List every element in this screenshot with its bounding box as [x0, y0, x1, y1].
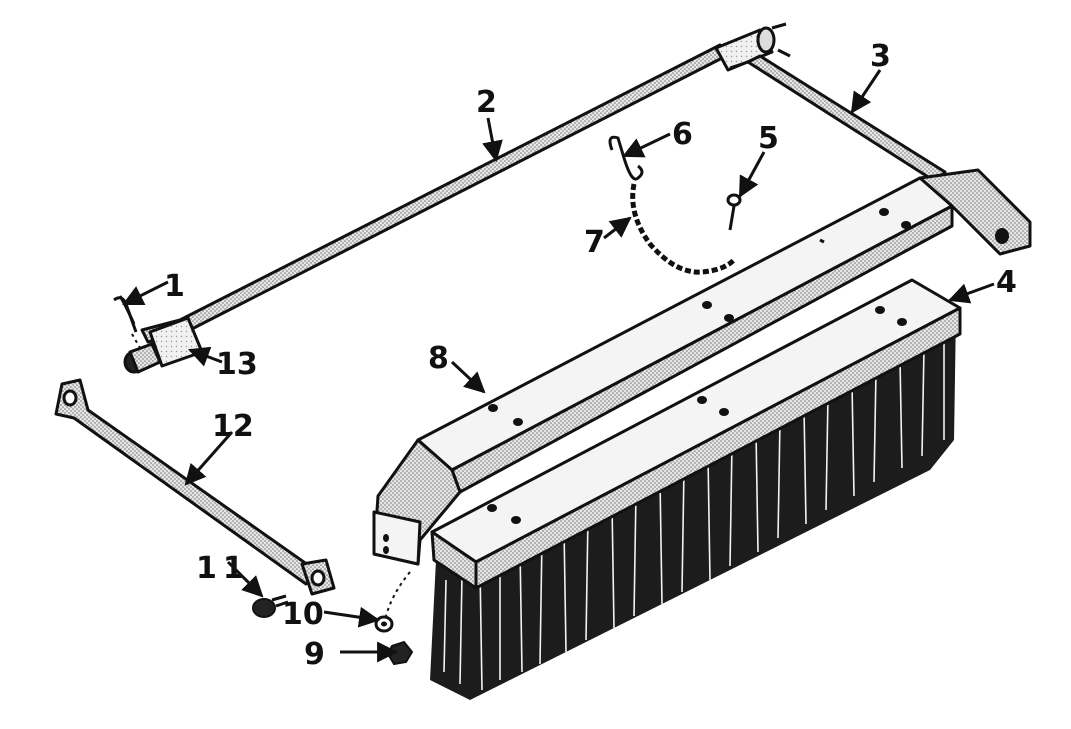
hook-part	[608, 135, 644, 181]
callout-11: 11	[196, 551, 250, 586]
bolt-part	[252, 594, 289, 618]
callout-3: 3	[870, 39, 891, 74]
callout-6: 6	[672, 117, 693, 152]
screw-part	[726, 193, 742, 231]
callout-7: 7	[584, 225, 605, 260]
lower-brace-part	[54, 378, 336, 596]
callout-12: 12	[212, 409, 254, 444]
callout-1: 1	[164, 269, 185, 304]
brush-part	[430, 278, 962, 700]
callout-labels: 1 2 3 4 5 6 7 8 9 10 11 12 13	[164, 39, 1017, 672]
rod-end-sleeve-part	[123, 316, 204, 374]
callout-8: 8	[428, 341, 449, 376]
brush-bristles	[430, 312, 956, 700]
washer-part	[374, 571, 411, 633]
leader-arrows	[122, 69, 995, 663]
handle-rod-part	[140, 22, 791, 344]
brush-holder-part	[372, 168, 1032, 566]
callout-4: 4	[996, 265, 1017, 300]
callout-2: 2	[476, 85, 497, 120]
callout-9: 9	[304, 637, 325, 672]
callout-10: 10	[282, 597, 324, 632]
callout-13: 13	[216, 347, 258, 382]
chain-part	[630, 183, 736, 275]
callout-5: 5	[758, 121, 779, 156]
side-brace-part	[729, 54, 947, 184]
